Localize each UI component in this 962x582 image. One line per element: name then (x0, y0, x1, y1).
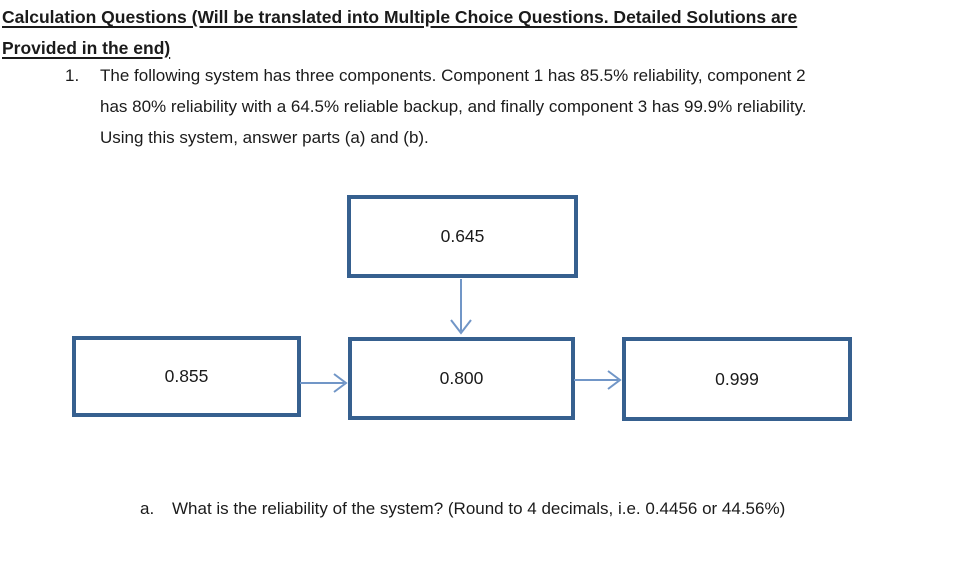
box-component-2-value: 0.800 (439, 368, 484, 388)
diagram-box-component-1: 0.855 (72, 336, 301, 417)
arrow-down-icon (447, 279, 475, 337)
diagram-box-backup: 0.645 (347, 195, 578, 278)
part-a-label: a. (140, 499, 155, 518)
arrow-right-icon (574, 369, 622, 391)
box-backup-value: 0.645 (440, 226, 485, 246)
page-title-line-2: Provided in the end) (2, 38, 171, 58)
page-title-line-1: Calculation Questions (Will be translate… (2, 7, 798, 27)
box-component-3-value: 0.999 (715, 368, 759, 389)
question-1-number: 1. (65, 66, 80, 85)
diagram-box-component-3: 0.999 (622, 337, 852, 421)
part-a-text: What is the reliability of the system? (… (172, 499, 786, 518)
diagram-box-component-2: 0.800 (348, 337, 575, 420)
question-1: 1. The following system has three compon… (65, 60, 807, 153)
page-title: Calculation Questions (Will be translate… (2, 2, 797, 64)
question-1-text-line: has 80% reliability with a 64.5% reliabl… (100, 97, 807, 116)
question-1-text-line: The following system has three component… (100, 66, 806, 85)
question-1-text: The following system has three component… (100, 60, 807, 153)
box-component-1-value: 0.855 (164, 366, 209, 386)
arrow-right-icon (300, 372, 348, 394)
part-a: a. What is the reliability of the system… (140, 496, 785, 521)
question-1-text-line: Using this system, answer parts (a) and … (100, 128, 429, 147)
